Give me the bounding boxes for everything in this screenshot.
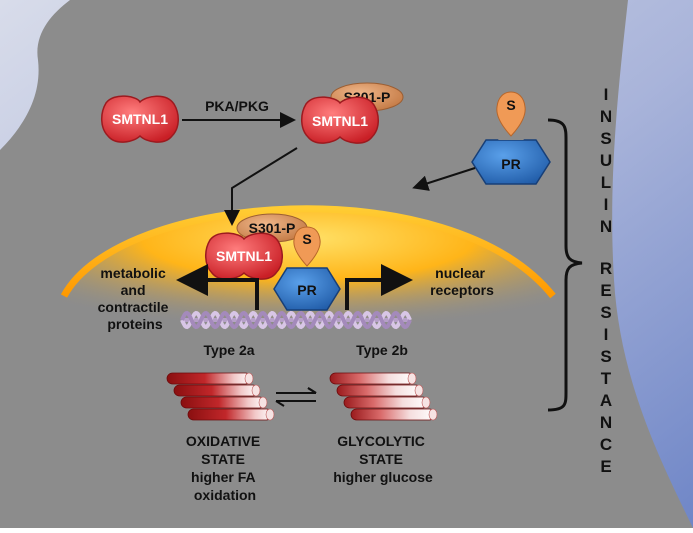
nucleus-pr-label: PR	[297, 282, 316, 298]
side-label-letter: E	[600, 457, 611, 476]
side-label-letter: S	[600, 129, 611, 148]
side-label-letter: N	[600, 413, 612, 432]
nucleus-phospho-label: S301-P	[249, 220, 296, 236]
type-2b-fibers	[329, 372, 438, 421]
side-label-letter: N	[600, 107, 612, 126]
left-target-text: metabolic and contractile proteins	[98, 265, 173, 332]
side-label-letter: S	[600, 303, 611, 322]
smtnl1-label: SMTNL1	[112, 111, 168, 127]
side-label-letter: R	[600, 259, 612, 278]
smtnl1-protein: SMTNL1	[101, 95, 179, 143]
side-label-letter: S	[600, 347, 611, 366]
muscle-fiber	[180, 396, 268, 409]
side-label-letter: C	[600, 435, 612, 454]
s-label: S	[506, 97, 515, 113]
muscle-fiber	[336, 384, 424, 397]
pr-top: S PR	[471, 91, 551, 185]
dna-strand	[180, 310, 412, 330]
smtnl1-phosphorylated-protein: SMTNL1	[301, 96, 379, 144]
left-transcription-arrow	[176, 264, 259, 310]
nuclear-smtnl1: SMTNL1	[205, 232, 283, 280]
type-2a-label: Type 2a	[203, 342, 254, 358]
muscle-fiber	[173, 384, 261, 397]
s-tag-pin	[496, 91, 526, 137]
muscle-fiber	[343, 396, 431, 409]
pr-hexagon	[471, 139, 551, 185]
insulin-resistance-brace	[547, 118, 583, 412]
side-label-letter: N	[600, 217, 612, 236]
side-label-letter: I	[604, 325, 609, 344]
side-label-letter: T	[601, 369, 612, 388]
oxidative-state-text: OXIDATIVE STATE higher FA oxidation	[186, 433, 264, 503]
smtnl1-entry-arrow	[224, 147, 298, 226]
side-label-letter: U	[600, 151, 612, 170]
side-label-letter: I	[604, 85, 609, 104]
glycolytic-state-text: GLYCOLYTIC STATE higher glucose	[333, 433, 433, 485]
type-2b-label: Type 2b	[356, 342, 408, 358]
pr-entry-arrow	[412, 167, 476, 191]
nucleus-s-label: S	[302, 231, 311, 247]
side-label-letter: L	[601, 173, 611, 192]
muscle-fiber	[329, 372, 417, 385]
nucleus-smtnl1-label: SMTNL1	[216, 248, 272, 264]
nuclear-pr: S PR	[273, 226, 341, 311]
right-target-text: nuclear receptors	[430, 265, 494, 298]
smtnl1-phos-label: SMTNL1	[312, 113, 368, 129]
equilibrium-arrows	[275, 387, 317, 407]
kinase-label: PKA/PKG	[205, 98, 269, 114]
pr-label: PR	[501, 156, 520, 172]
right-transcription-arrow	[345, 264, 413, 310]
nucleus-membrane	[60, 205, 556, 299]
dna-helix	[180, 310, 412, 330]
side-label-letter: A	[600, 391, 612, 410]
side-label-letter: E	[600, 281, 611, 300]
muscle-fiber	[350, 408, 438, 421]
muscle-fiber	[166, 372, 254, 385]
side-label-letter: I	[604, 195, 609, 214]
type-2a-fibers	[166, 372, 275, 421]
muscle-fiber	[187, 408, 275, 421]
